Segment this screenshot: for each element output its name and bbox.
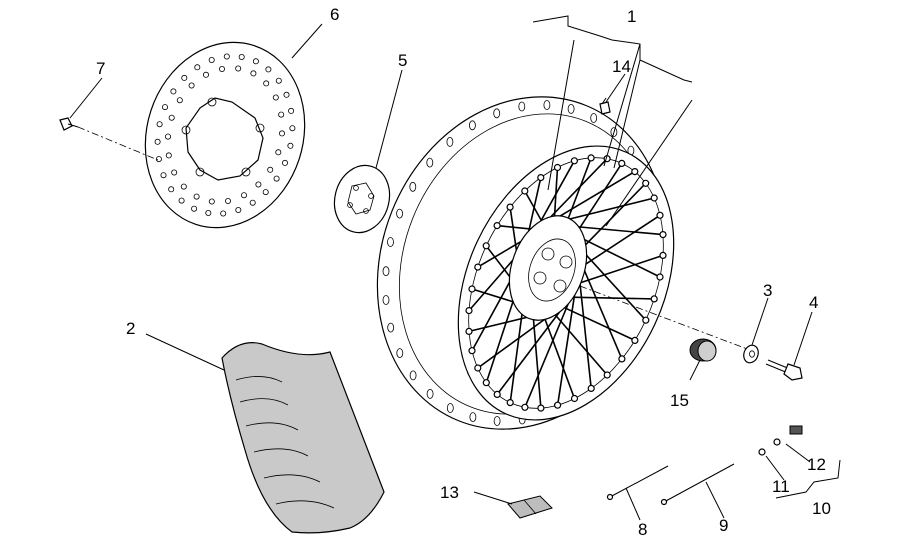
spoke-short xyxy=(606,465,669,501)
valve-ring-a xyxy=(773,438,781,446)
valve-ring-b xyxy=(758,448,766,456)
callout-12: 12 xyxy=(807,455,826,474)
callout-13: 13 xyxy=(440,483,459,502)
callout-5: 5 xyxy=(398,51,407,70)
valve-cap xyxy=(789,425,803,435)
wheel-spacer xyxy=(689,338,717,362)
leader-lines xyxy=(69,15,841,521)
callout-11: 11 xyxy=(772,477,790,496)
cush-plate xyxy=(333,164,391,234)
callout-15: 15 xyxy=(670,391,689,410)
callout-2: 2 xyxy=(126,319,135,338)
callout-8: 8 xyxy=(638,520,647,539)
disc-screw xyxy=(59,117,79,131)
tyre xyxy=(221,342,385,534)
callout-1: 1 xyxy=(627,7,636,26)
brake-disc xyxy=(144,41,306,229)
spoke-long xyxy=(660,463,735,506)
rim-screw xyxy=(599,97,611,115)
callout-9: 9 xyxy=(719,516,728,535)
axle-bolt xyxy=(765,359,803,381)
callout-4: 4 xyxy=(809,293,818,312)
spoked-wheel xyxy=(376,96,675,430)
balance-weight xyxy=(507,495,553,519)
axis-line-wheel xyxy=(579,285,751,351)
washer xyxy=(743,344,759,364)
callout-10: 10 xyxy=(812,499,831,518)
callout-7: 7 xyxy=(96,59,105,78)
callout-14: 14 xyxy=(612,57,631,76)
callout-6: 6 xyxy=(330,5,339,24)
callout-3: 3 xyxy=(763,281,772,300)
